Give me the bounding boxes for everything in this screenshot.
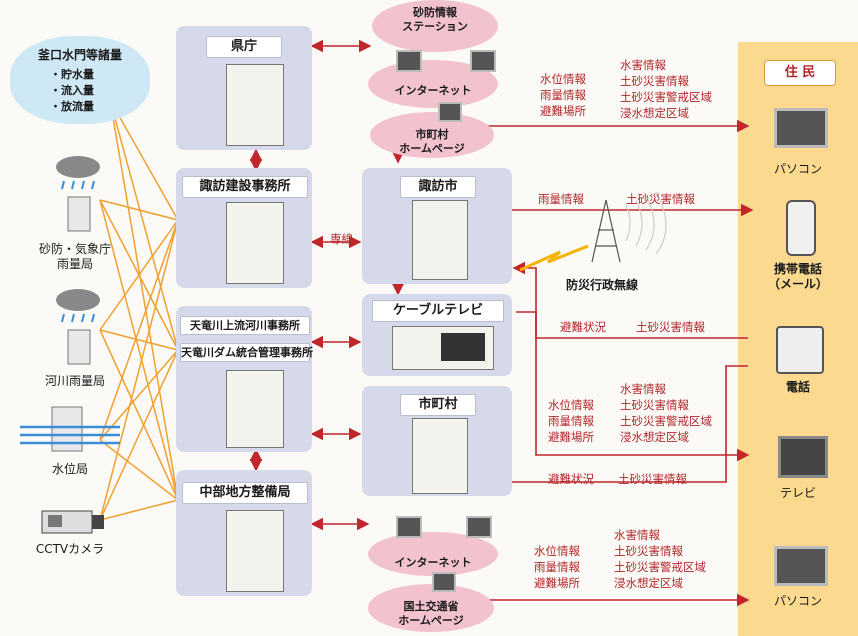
computer-icon: [466, 516, 492, 538]
rain-gauge-icon: [48, 155, 108, 239]
flow-item: 土砂災害情報: [614, 544, 683, 558]
disaster-radio-label: 防災行政無線: [566, 278, 639, 292]
server-icon: [226, 370, 284, 448]
tv-equipment-icon: [392, 326, 494, 370]
suwa-construction-label: 諏訪建設事務所: [182, 176, 308, 198]
dam-item: ・放流量: [50, 100, 94, 113]
computer-icon: [438, 102, 462, 122]
telephone-icon: [776, 326, 824, 374]
phone-label: 電話: [785, 380, 810, 394]
dam-cloud-title: 釜口水門等諸量: [37, 48, 122, 62]
flow-item: 雨量情報: [538, 192, 584, 206]
flow-item: 浸水想定区域: [620, 430, 689, 444]
computer-icon: [396, 50, 422, 72]
flow-item: 浸水想定区域: [614, 576, 683, 590]
pc2-label: パソコン: [773, 594, 822, 608]
lightning-icon: [519, 244, 589, 272]
sabo-station-label: 砂防情報 ステーション: [402, 6, 468, 33]
dam-data-cloud: 釜口水門等諸量 ・貯水量 ・流入量 ・放流量: [10, 36, 150, 124]
flow-item: 土砂災害警戒区域: [620, 90, 712, 104]
chubu-label: 中部地方整備局: [182, 482, 308, 504]
flow-item: 避難場所: [540, 104, 586, 118]
prefecture-label: 県庁: [206, 36, 282, 58]
water-level-icon: [20, 405, 120, 459]
flow-item: 土砂災害警戒区域: [614, 560, 706, 574]
suwa-city-label: 諏訪市: [400, 176, 476, 198]
tv-label: テレビ: [779, 486, 816, 500]
server-icon: [226, 202, 284, 284]
flow-item: 避難状況: [548, 472, 594, 486]
server-icon: [412, 418, 468, 494]
dam-item: ・流入量: [50, 84, 94, 97]
tenryu-upper-label: 天竜川上流河川事務所: [180, 316, 310, 335]
tv-icon: [778, 436, 828, 478]
computer-icon: [432, 572, 456, 592]
mobile-phone-icon: [786, 200, 816, 256]
flow-item: 雨量情報: [548, 414, 594, 428]
flow-item: 雨量情報: [540, 88, 586, 102]
cctv-camera-icon: [38, 505, 108, 541]
flow-item: 土砂災害情報: [618, 472, 687, 486]
sabo-station-cloud: [372, 0, 498, 52]
flow-item: 土砂災害情報: [636, 320, 705, 334]
sensor-links: [99, 99, 179, 521]
computer-icon: [396, 516, 422, 538]
computer-icon: [470, 50, 496, 72]
flow-item: 土砂災害情報: [620, 74, 689, 88]
resident-title: 住 民: [764, 60, 836, 86]
water-level-label: 水位局: [51, 462, 88, 476]
dedicated-line-label: 専線: [330, 232, 353, 246]
internet-2-label: インターネット: [394, 556, 472, 569]
flow-item: 土砂災害情報: [626, 192, 695, 206]
flow-item: 水位情報: [540, 72, 586, 86]
radio-tower-icon: [591, 191, 667, 263]
flow-item: 水害情報: [620, 382, 666, 396]
cable-tv-label: ケーブルテレビ: [372, 300, 504, 322]
flow-item: 避難場所: [534, 576, 580, 590]
mlit-hp-label: 国土交通省 ホームページ: [398, 600, 464, 627]
municipal-hp-label: 市町村 ホームページ: [399, 128, 465, 155]
flow-item: 避難場所: [548, 430, 594, 444]
server-icon: [226, 510, 284, 592]
municipality-label: 市町村: [400, 394, 476, 416]
flow-item: 浸水想定区域: [620, 106, 689, 120]
rain-station-1-label: 砂防・気象庁 雨量局: [38, 242, 111, 271]
laptop-icon: [774, 546, 828, 586]
internet-cloud-2: [368, 532, 498, 576]
pc1-label: パソコン: [773, 162, 822, 176]
internet-1-label: インターネット: [394, 84, 472, 97]
mlit-hp-cloud: [368, 584, 494, 632]
flow-item: 水位情報: [548, 398, 594, 412]
flow-item: 雨量情報: [534, 560, 580, 574]
dam-item: ・貯水量: [50, 68, 94, 81]
laptop-icon: [774, 108, 828, 148]
flow-item: 土砂災害情報: [620, 398, 689, 412]
municipal-hp-cloud: [370, 112, 494, 158]
flow-item: 水位情報: [534, 544, 580, 558]
flow-item: 土砂災害警戒区域: [620, 414, 712, 428]
mobile-label: 携帯電話 （メール）: [767, 262, 828, 291]
server-icon: [226, 64, 284, 146]
rain-station-2-label: 河川雨量局: [44, 374, 105, 388]
server-icon: [412, 200, 468, 280]
rain-gauge-icon: [48, 288, 108, 372]
flow-item: 水害情報: [620, 58, 666, 72]
flow-item: 水害情報: [614, 528, 660, 542]
cctv-label: CCTVカメラ: [35, 542, 105, 556]
flow-item: 避難状況: [560, 320, 606, 334]
tenryu-dam-label: 天竜川ダム統合管理事務所: [180, 343, 313, 362]
